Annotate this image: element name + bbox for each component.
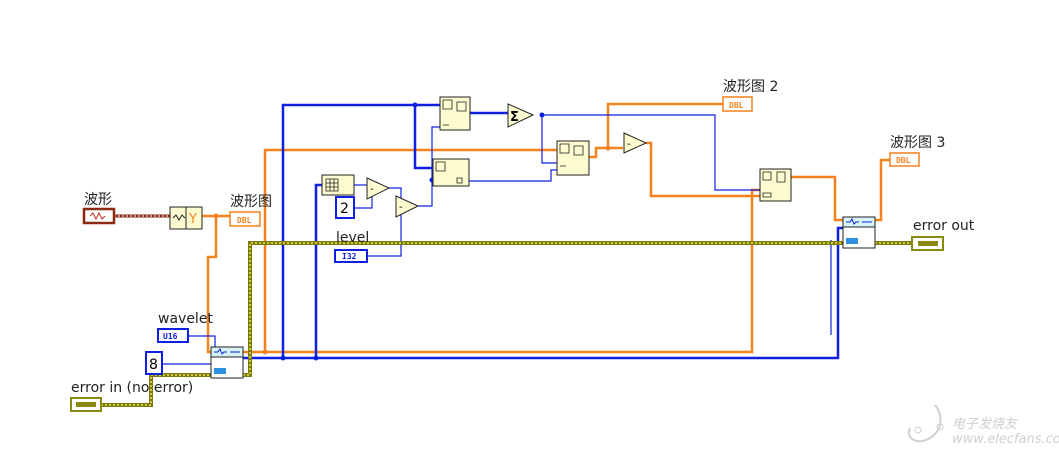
watermark-logo: 电子发烧友 www.elecfans.com <box>907 404 1059 447</box>
waveform-control-label: 波形 <box>84 192 112 208</box>
array-subset-node-1[interactable] <box>439 96 471 131</box>
level-control[interactable]: I32 <box>334 249 368 263</box>
waveform-graph-2-label: 波形图 2 <box>723 79 778 95</box>
svg-text:I32: I32 <box>342 252 357 261</box>
svg-text:Y: Y <box>188 212 197 227</box>
array-size-node[interactable] <box>321 174 355 196</box>
error-wires[interactable] <box>101 241 912 407</box>
subtract-node-3[interactable]: - <box>623 132 648 154</box>
waveform-graph-2-indicator[interactable]: DBL <box>722 96 753 112</box>
svg-text:Σ: Σ <box>510 110 519 125</box>
waveform-control[interactable] <box>82 207 116 225</box>
error-in-label: error in (no error) <box>71 380 193 396</box>
svg-text:DBL: DBL <box>896 156 911 165</box>
level-label: level <box>336 230 369 246</box>
svg-text:-: - <box>399 202 403 213</box>
waveform-graph-indicator[interactable]: DBL <box>229 211 261 227</box>
get-waveform-y-node[interactable]: Y <box>169 206 203 230</box>
array-subset-node-2[interactable] <box>556 140 590 176</box>
integer-wires[interactable] <box>162 103 843 365</box>
subtract-node-2[interactable]: - <box>395 195 420 218</box>
svg-text:8: 8 <box>149 357 158 373</box>
constant-8[interactable]: 8 <box>145 351 163 375</box>
wire-junctions <box>213 102 611 361</box>
waveform-graph-label: 波形图 <box>230 194 272 210</box>
svg-text:-: - <box>370 184 374 195</box>
wavelet-control[interactable]: U16 <box>157 328 189 343</box>
double-wires[interactable] <box>202 102 890 354</box>
waveform-graph-3-indicator[interactable]: DBL <box>889 152 920 167</box>
add-array-elements-node[interactable]: Σ <box>507 103 535 128</box>
replace-array-subset-node[interactable] <box>759 168 792 202</box>
svg-text:-: - <box>627 139 631 150</box>
svg-text:2: 2 <box>340 201 349 217</box>
array-index-node[interactable] <box>432 158 470 187</box>
error-in-control[interactable] <box>70 397 102 412</box>
subtract-node-1[interactable]: - <box>366 177 391 200</box>
svg-text:U16: U16 <box>163 332 178 341</box>
wavelet-analysis-node-2[interactable] <box>842 216 876 249</box>
wavelet-label: wavelet <box>158 311 213 327</box>
constant-2[interactable]: 2 <box>335 196 355 219</box>
error-out-label: error out <box>913 218 975 234</box>
svg-text:DBL: DBL <box>237 216 252 225</box>
waveform-graph-3-label: 波形图 3 <box>890 135 945 151</box>
wavelet-analysis-node-1[interactable] <box>210 346 244 379</box>
svg-text:电子发烧友: 电子发烧友 <box>952 417 1019 432</box>
svg-text:DBL: DBL <box>729 101 744 110</box>
svg-text:www.elecfans.com: www.elecfans.com <box>952 432 1059 447</box>
error-out-indicator[interactable] <box>911 236 944 251</box>
